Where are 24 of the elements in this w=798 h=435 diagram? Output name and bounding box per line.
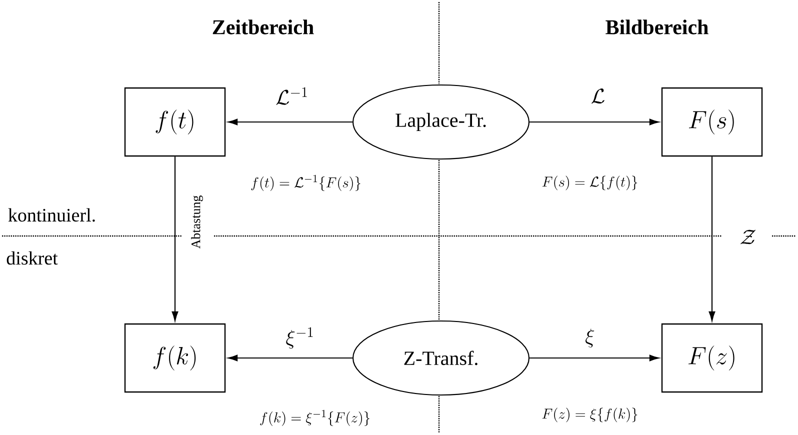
heading: Zeitbereich	[210, 18, 316, 36]
edge-label: $\mathcal{Z}$	[738, 228, 758, 246]
edge-label: $\xi$	[584, 328, 596, 348]
heading: Bildbereich	[604, 18, 710, 36]
formula: $f(t)=\mathcal{L}^{-1}\{F(s)\}$	[250, 174, 363, 192]
region-label: diskret	[5, 250, 59, 266]
arrow	[530, 354, 660, 362]
edge-label: $\mathcal{L}^{-1}$	[274, 86, 310, 106]
formula: $F(z)=\xi\{f(k)\}$	[540, 406, 640, 424]
edge-label: $\xi^{-1}$	[284, 326, 316, 350]
region-label: kontinuierl.	[6, 207, 98, 223]
function-box: $f(t)$	[124, 87, 226, 157]
edge-label: $\mathcal{L}$	[590, 88, 606, 104]
function-box: $F(z)$	[661, 323, 763, 393]
function-box: $F(s)$	[661, 87, 763, 157]
arrow	[228, 354, 352, 362]
formula: $f(k)=\xi^{-1}\{F(z)\}$	[258, 409, 372, 427]
arrow	[530, 118, 660, 126]
arrow	[228, 118, 352, 126]
function-box: $f(k)$	[124, 323, 226, 393]
arrow	[708, 156, 716, 322]
formula: $F(s)=\mathcal{L}\{f(t)\}$	[540, 174, 640, 192]
edge-label: Abtastung	[190, 194, 204, 250]
arrow	[172, 156, 178, 322]
